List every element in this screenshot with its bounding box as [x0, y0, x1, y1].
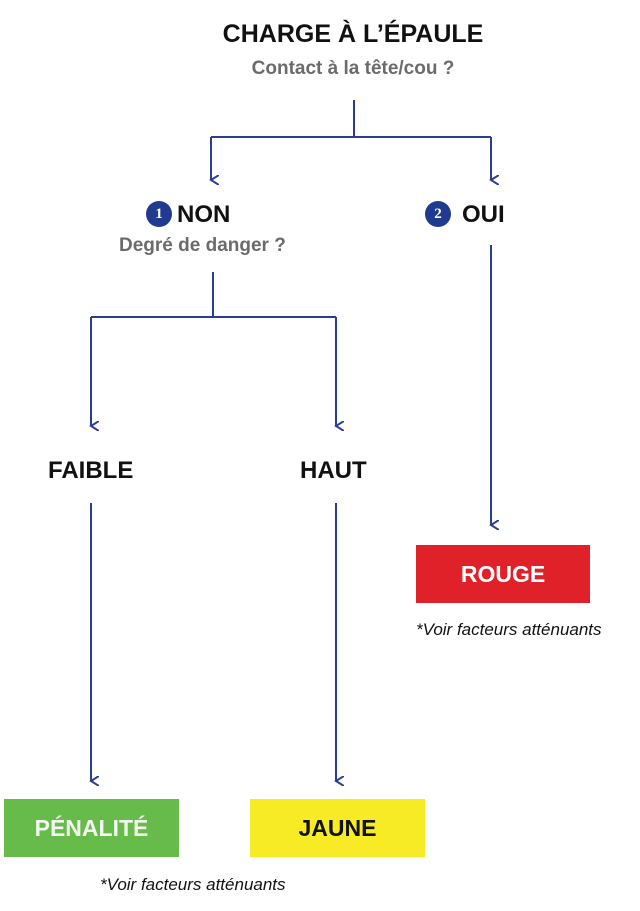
note-bottom: *Voir facteurs atténuants: [100, 875, 286, 894]
label-haut: HAUT: [300, 457, 367, 484]
outcome-jaune: JAUNE: [250, 799, 425, 857]
diagram-title: CHARGE À L’ÉPAULE: [222, 20, 484, 48]
label-non: NON: [177, 201, 231, 228]
danger-question: Degré de danger ?: [119, 235, 286, 256]
label-oui: OUI: [462, 201, 505, 228]
top-stem: [211, 100, 491, 138]
label-faible: FAIBLE: [48, 457, 134, 484]
main-question: Contact à la tête/cou ?: [251, 58, 455, 79]
note-rouge: *Voir facteurs atténuants: [416, 620, 602, 639]
non-stem: [91, 272, 336, 318]
outcome-penalite: PÉNALITÉ: [4, 799, 179, 857]
outcome-rouge: ROUGE: [416, 545, 590, 603]
number-badge-1: 1: [146, 201, 172, 227]
number-badge-2: 2: [425, 201, 451, 227]
